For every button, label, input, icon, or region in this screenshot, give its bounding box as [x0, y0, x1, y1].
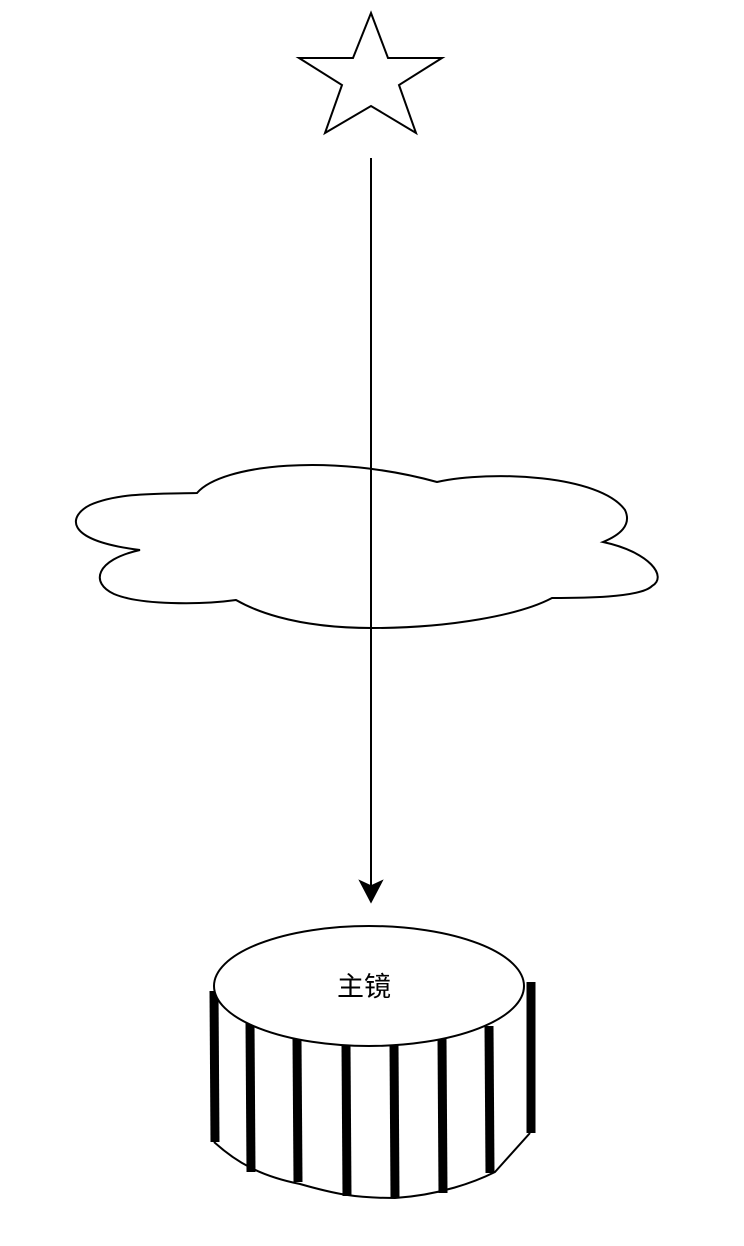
mirror-stripe — [292, 1038, 303, 1183]
arrow-down-icon — [358, 879, 384, 904]
primary-mirror: 主镜 — [209, 925, 536, 1200]
mirror-stripe — [484, 1025, 495, 1174]
star-icon — [295, 10, 446, 136]
mirror-stripe — [341, 1044, 352, 1197]
mirror-stripe — [389, 1044, 400, 1198]
mirror-stripe — [209, 990, 220, 1143]
light-ray-arrow — [358, 158, 384, 904]
cloud-icon — [74, 463, 659, 630]
mirror-body-outline — [213, 1132, 531, 1200]
mirror-stripes — [209, 982, 536, 1198]
mirror-top-surface — [213, 925, 525, 1047]
mirror-stripe — [245, 1021, 256, 1173]
mirror-stripe — [437, 1037, 448, 1194]
primary-mirror-label: 主镜 — [337, 972, 391, 1003]
